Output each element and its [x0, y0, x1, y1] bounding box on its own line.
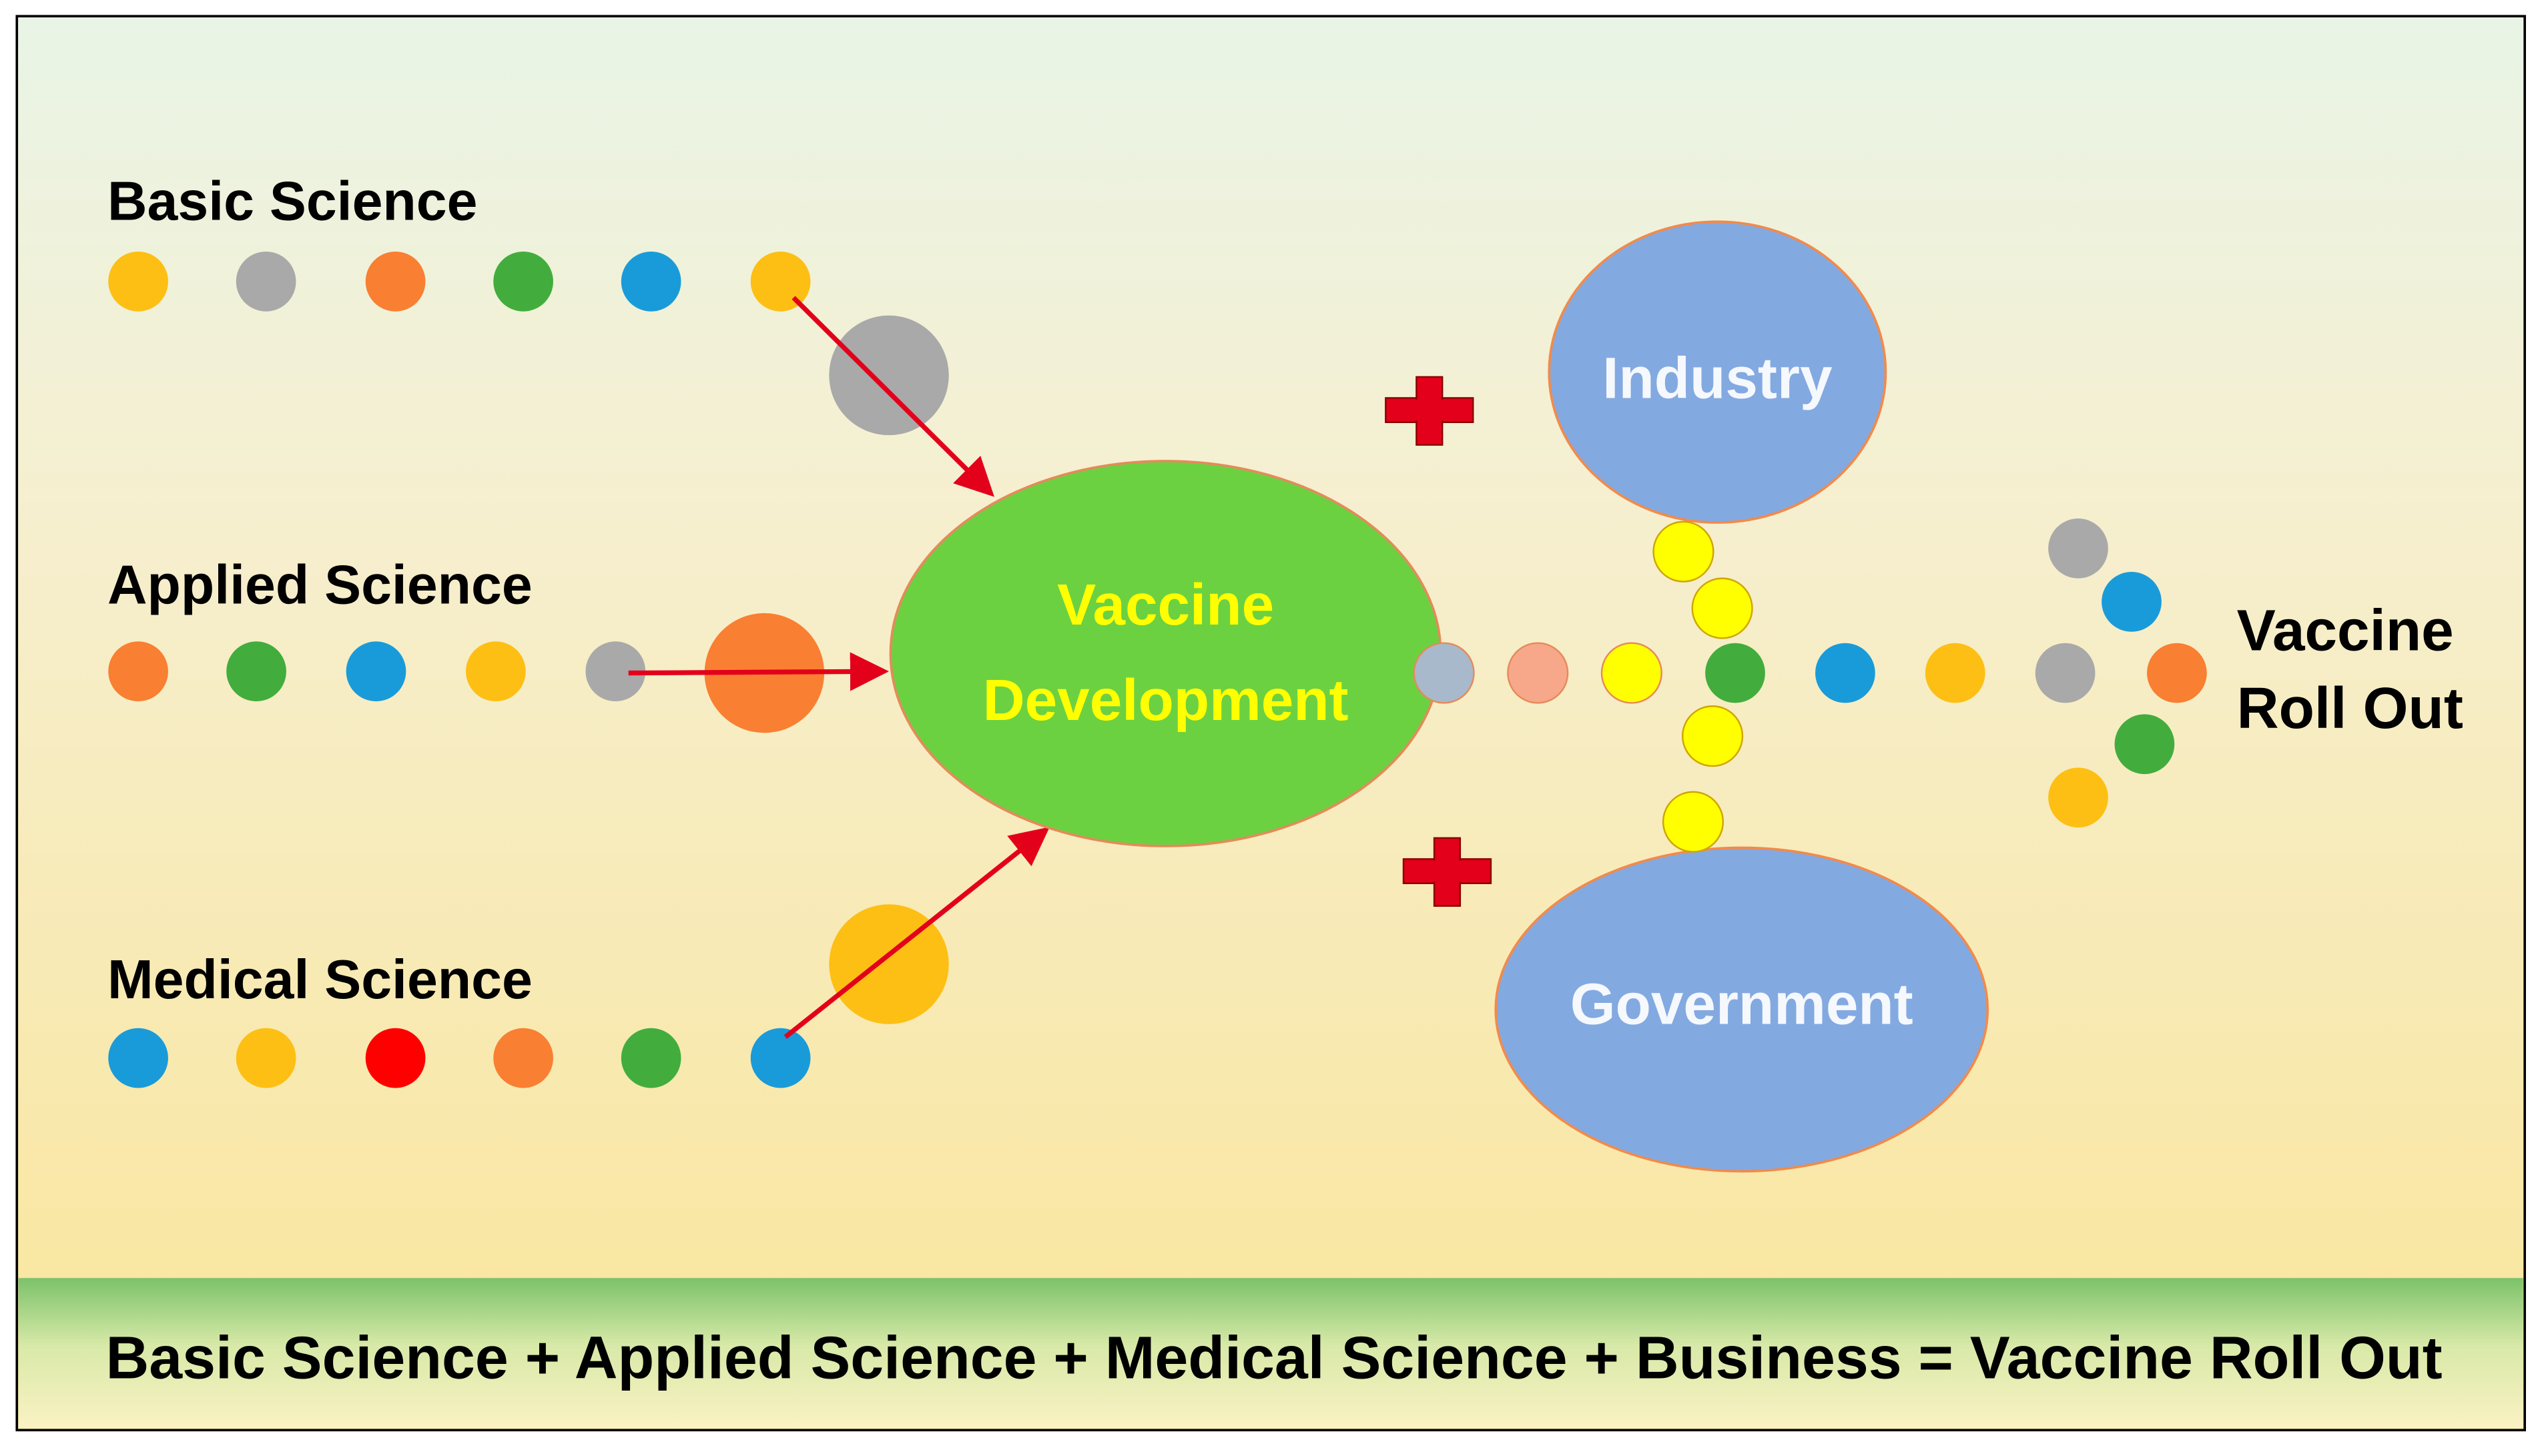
row-3-dot: [108, 1028, 168, 1088]
vaccine-roll-out-label-line2: Roll Out: [2237, 676, 2463, 741]
government-label: Government: [1570, 972, 1913, 1037]
chain-dot: [1507, 642, 1569, 704]
flow-dots: [1413, 518, 2207, 853]
big-dot-basic: [829, 315, 949, 436]
vaccine-development-label-line2: Development: [983, 668, 1349, 733]
row-dots: [108, 252, 811, 1088]
row-2-dot: [226, 641, 286, 701]
row-label-medical-science: Medical Science: [107, 949, 533, 1010]
merge-dot: [1662, 791, 1724, 853]
row-1-dot: [493, 252, 553, 312]
row-label-applied-science: Applied Science: [107, 554, 533, 615]
row-1-dot: [236, 252, 296, 312]
vaccine-development-label-line1: Vaccine: [1057, 573, 1274, 637]
chain-dot: [1815, 643, 1875, 703]
chain-dot: [2035, 643, 2096, 703]
fan-dot: [2048, 518, 2108, 579]
fan-dot: [2048, 767, 2108, 828]
row-3-dot: [621, 1028, 681, 1088]
row-label-basic-science: Basic Science: [107, 171, 477, 232]
chain-dot: [2147, 643, 2207, 703]
row-1-dot: [621, 252, 681, 312]
vaccine-development-node: [889, 460, 1442, 847]
chain-dot: [1600, 642, 1662, 704]
government-node: [1494, 846, 1989, 1173]
plus-icon: [1402, 837, 1492, 907]
row-2-dot: [585, 641, 646, 701]
fan-dot: [2114, 714, 2175, 775]
merge-dot: [1682, 705, 1744, 767]
row-3-dot: [236, 1028, 296, 1088]
chain-dot: [1413, 642, 1475, 704]
fan-dot: [2102, 572, 2162, 632]
arrow-medical-to-development: [783, 827, 1050, 1039]
row-3-dot: [365, 1028, 426, 1088]
row-1-dot: [365, 252, 426, 312]
row-3-dot: [750, 1028, 811, 1088]
plus-icon: [1385, 376, 1474, 446]
merge-dot: [1652, 520, 1714, 583]
row-2-dot: [466, 641, 526, 701]
footer-band: [18, 1278, 2523, 1429]
row-3-dot: [493, 1028, 553, 1088]
footer-equation: Basic Science + Applied Science + Medica…: [106, 1325, 2443, 1392]
chain-dot: [1705, 643, 1765, 703]
industry-label: Industry: [1602, 346, 1833, 410]
row-2-dot: [108, 641, 168, 701]
big-dot-medical: [829, 904, 949, 1024]
merge-dot: [1691, 577, 1753, 639]
row-2-dot: [346, 641, 406, 701]
chain-dot: [1925, 643, 1985, 703]
arrow-basic-to-development: [791, 296, 994, 497]
arrow-applied-to-development: [628, 652, 890, 691]
row-1-dot: [108, 252, 168, 312]
vaccine-roll-out-label-line1: Vaccine: [2237, 599, 2454, 663]
industry-node: [1548, 220, 1887, 524]
